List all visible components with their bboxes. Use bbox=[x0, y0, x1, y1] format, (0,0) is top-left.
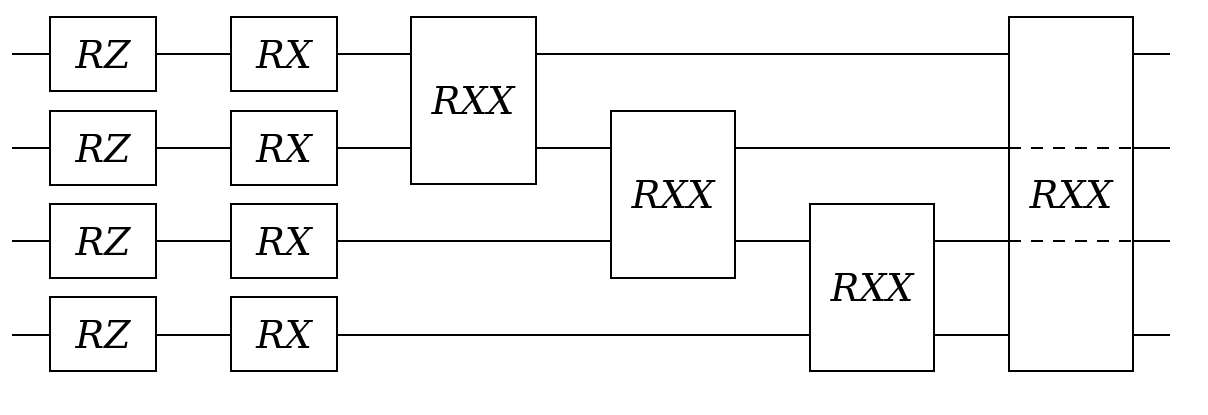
gate-label: RXX bbox=[1029, 173, 1115, 217]
gate-label: RZ bbox=[74, 220, 131, 264]
gate-rz-q2: RZ bbox=[49, 203, 157, 279]
qubit-wires bbox=[12, 53, 1170, 336]
gate-label: RZ bbox=[74, 127, 131, 171]
gate-rz-q3: RZ bbox=[49, 296, 157, 372]
gate-label: RX bbox=[255, 33, 314, 77]
gate-rx-q2: RX bbox=[230, 203, 338, 279]
gate-rxx-q0-q3: RXX bbox=[1008, 16, 1134, 372]
label-backdrop bbox=[1014, 172, 1128, 218]
gate-rx-q1: RX bbox=[230, 110, 338, 186]
gate-label: RZ bbox=[74, 313, 131, 357]
gate-label: RX bbox=[255, 127, 314, 171]
gate-label: RZ bbox=[74, 33, 131, 77]
gate-rz-q1: RZ bbox=[49, 110, 157, 186]
gate-rz-q0: RZ bbox=[49, 16, 157, 92]
gate-rx-q3: RX bbox=[230, 296, 338, 372]
gate-label: RXX bbox=[631, 173, 717, 217]
gate-rxx-q0-q1: RXX bbox=[410, 16, 537, 185]
gate-rx-q0: RX bbox=[230, 16, 338, 92]
gate-label: RXX bbox=[830, 266, 916, 310]
gate-rxx-q2-q3: RXX bbox=[809, 203, 935, 372]
gate-label: RXX bbox=[431, 79, 517, 123]
gate-label: RX bbox=[255, 220, 314, 264]
gate-rxx-q1-q2: RXX bbox=[610, 110, 736, 279]
gate-label: RX bbox=[255, 313, 314, 357]
